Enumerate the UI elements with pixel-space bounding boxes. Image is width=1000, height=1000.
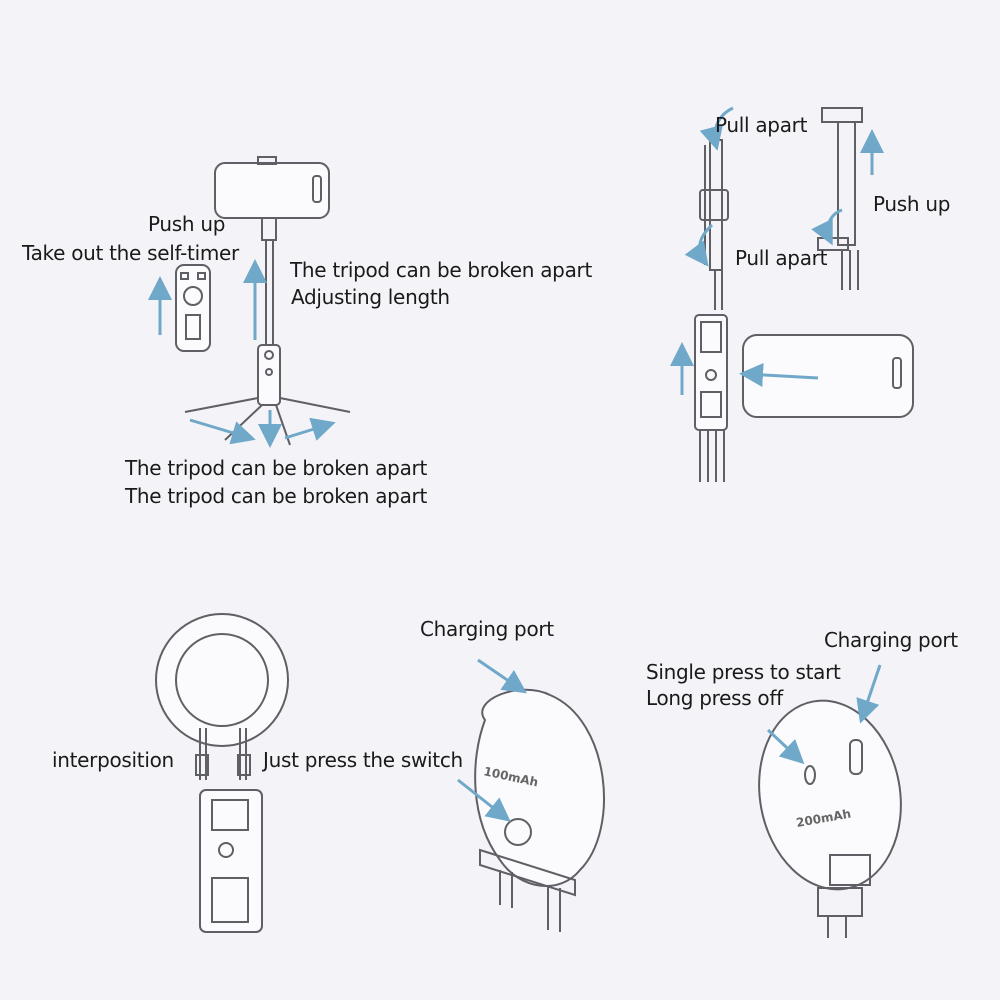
single-press-label: Single press to start <box>646 660 841 684</box>
tripod-bottom-line-2: The tripod can be broken apart <box>125 484 427 508</box>
clamp-arrows <box>670 106 884 395</box>
selfie-stick-tripod-illustration <box>175 156 351 446</box>
take-out-timer-label: Take out the self-timer <box>22 241 239 265</box>
adjusting-length-label: Adjusting length <box>291 285 450 309</box>
charging-port-100-label: Charging port <box>420 617 554 641</box>
phone-clamp-illustration <box>694 107 914 482</box>
long-press-label: Long press off <box>646 686 783 710</box>
tripod-broken-apart-label: The tripod can be broken apart <box>290 258 592 282</box>
light-100-arrows <box>457 658 527 822</box>
ring-light-illustration <box>155 613 289 933</box>
interposition-label: interposition <box>52 748 174 772</box>
pull-apart-top-label: Pull apart <box>715 113 808 137</box>
tripod-bottom-line-1: The tripod can be broken apart <box>125 456 427 480</box>
press-switch-label: Just press the switch <box>263 748 463 772</box>
clamp-push-up-label: Push up <box>873 192 951 216</box>
charging-port-200-label: Charging port <box>824 628 958 652</box>
pull-apart-bottom-label: Pull apart <box>735 246 828 270</box>
light-200-arrows <box>766 664 882 765</box>
light-100mah-illustration <box>474 688 605 932</box>
push-up-label: Push up <box>148 212 226 236</box>
tripod-arrows <box>148 259 336 448</box>
